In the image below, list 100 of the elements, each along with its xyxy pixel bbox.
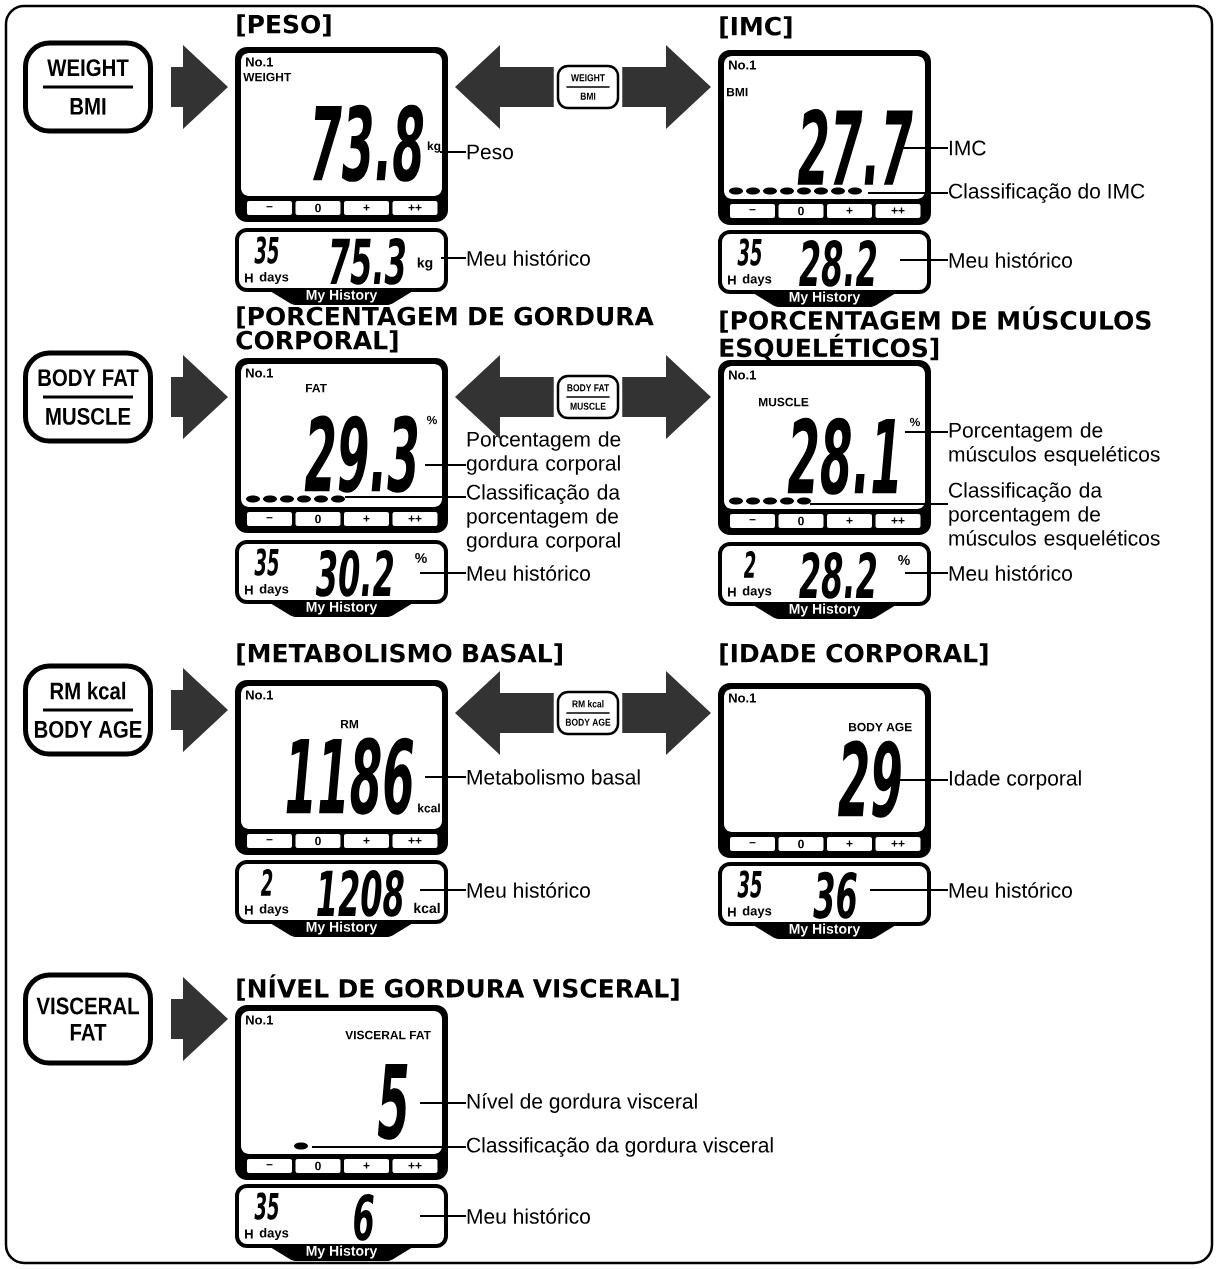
leader-line xyxy=(869,889,949,891)
callout-text: Meu histórico xyxy=(949,882,1072,898)
lcd-label: H xyxy=(245,905,253,915)
callout-text: Classificação da porcentagem de gordura corporal xyxy=(466,484,621,552)
scale-cell: + xyxy=(827,837,872,851)
scale-cell: + xyxy=(827,204,872,218)
block-arrow xyxy=(455,671,554,755)
history-tab: My History xyxy=(266,1244,417,1261)
block-arrow xyxy=(622,671,711,755)
lcd-digits: 5 xyxy=(377,1064,408,1140)
block-arrow xyxy=(622,355,711,439)
callout-text: Porcentagem de músculos esqueléticos xyxy=(949,422,1160,466)
scale-cell: – xyxy=(247,1159,292,1173)
leader-line xyxy=(424,776,467,778)
lcd-label: No.1 xyxy=(729,370,756,380)
scale-cell: ++ xyxy=(392,1159,438,1173)
scale-cell: + xyxy=(344,834,389,848)
callout-text: Classificação da gordura visceral xyxy=(467,1137,773,1157)
leader-line xyxy=(311,1146,467,1148)
callout-text: Meu histórico xyxy=(467,565,590,581)
block-arrow xyxy=(622,45,711,129)
lcd-digits: 29.3 xyxy=(304,415,418,493)
leader-line xyxy=(904,572,949,574)
scale-cell: ++ xyxy=(392,834,438,848)
block-arrow xyxy=(455,355,554,439)
lcd-display xyxy=(718,16,931,225)
history-tab: My History xyxy=(266,920,417,937)
lcd-label: No.1 xyxy=(246,1015,273,1025)
history-tab: My History xyxy=(266,600,417,617)
leader-line xyxy=(424,464,467,466)
unit-label: kcal xyxy=(414,902,440,914)
mode-button: RM kcal BODY AGE xyxy=(556,690,620,736)
block-arrow xyxy=(171,668,228,752)
lcd-digits: 1186 xyxy=(286,737,414,815)
lcd-label: H xyxy=(728,275,736,285)
callout-text: Meu histórico xyxy=(949,252,1072,268)
lcd-label: H xyxy=(245,585,253,595)
lcd-digits: 28.2 xyxy=(799,239,877,287)
lcd-digits: 28.2 xyxy=(799,551,877,599)
lcd-digits: 73.8 xyxy=(313,104,424,182)
history-display xyxy=(235,860,448,937)
lcd-label: H xyxy=(245,1229,253,1239)
mode-button: BODY FAT MUSCLE xyxy=(23,350,153,444)
block-arrow xyxy=(455,45,554,129)
leader-line xyxy=(344,496,467,498)
scale-cell: ++ xyxy=(875,204,921,218)
callout-text: Metabolismo basal xyxy=(467,769,640,785)
history-tab: My History xyxy=(749,922,900,939)
lcd-label: days xyxy=(259,903,289,917)
leader-line xyxy=(904,431,949,433)
callout-text: Nível de gordura visceral xyxy=(467,1093,697,1113)
lcd-digits: 35 xyxy=(254,236,279,264)
lcd-label: No.1 xyxy=(729,60,756,70)
lcd-label: No.1 xyxy=(246,368,273,378)
lcd-digits: 28.1 xyxy=(787,417,898,495)
leader-line xyxy=(419,1102,467,1104)
lcd-digits: 36 xyxy=(813,871,857,919)
lcd-label: days xyxy=(259,583,289,597)
scale-cell: 0 xyxy=(778,514,824,528)
scale-cell: 0 xyxy=(295,834,341,848)
lcd-digits: 1208 xyxy=(317,869,404,917)
scale-cell: – xyxy=(247,201,292,215)
callout-text: IMC xyxy=(949,140,986,156)
callout-text: Meu histórico xyxy=(949,565,1072,581)
block-arrow xyxy=(171,977,228,1061)
history-tab: My History xyxy=(749,290,900,307)
lcd-label: days xyxy=(259,1227,289,1241)
callout-text: Meu histórico xyxy=(467,1208,590,1224)
leader-line xyxy=(419,889,467,891)
lcd-label: H xyxy=(728,907,736,917)
lcd-display xyxy=(235,306,654,533)
scale-cell: 0 xyxy=(295,512,341,526)
mode-button: VISCERAL FAT xyxy=(23,972,153,1066)
lcd-display xyxy=(235,14,448,222)
block-arrow xyxy=(171,355,228,439)
scale-cell: – xyxy=(247,834,292,848)
display-heading: [PORCENTAGEM DE MÚSCULOS ESQUELÉTICOS] xyxy=(720,306,1151,361)
unit-label: kg xyxy=(427,141,441,153)
history-display xyxy=(718,542,931,619)
unit-label: kg xyxy=(417,257,433,271)
block-arrow xyxy=(171,45,228,129)
lcd-digits: 6 xyxy=(354,1193,374,1241)
mode-button: WEIGHT BMI xyxy=(556,64,620,110)
scale-cell: + xyxy=(344,512,389,526)
lcd-label: MUSCLE xyxy=(759,397,809,407)
scale-cell: ++ xyxy=(392,512,438,526)
callout-text: Classificação da porcentagem de músculos esqueléticos xyxy=(949,482,1160,550)
lcd-digits: 35 xyxy=(254,548,279,576)
lcd-label: days xyxy=(259,271,289,285)
mode-button: WEIGHT BMI xyxy=(23,40,153,134)
lcd-label: No.1 xyxy=(729,693,756,703)
lcd-label: No.1 xyxy=(246,57,273,67)
history-display xyxy=(718,862,931,939)
scale-cell: 0 xyxy=(778,204,824,218)
scale-cell: 0 xyxy=(778,837,824,851)
unit-label: kcal xyxy=(418,803,440,813)
lcd-label: days xyxy=(742,585,772,599)
history-display xyxy=(235,540,448,617)
scale-cell: 0 xyxy=(295,201,341,215)
scale-cell: – xyxy=(730,514,775,528)
